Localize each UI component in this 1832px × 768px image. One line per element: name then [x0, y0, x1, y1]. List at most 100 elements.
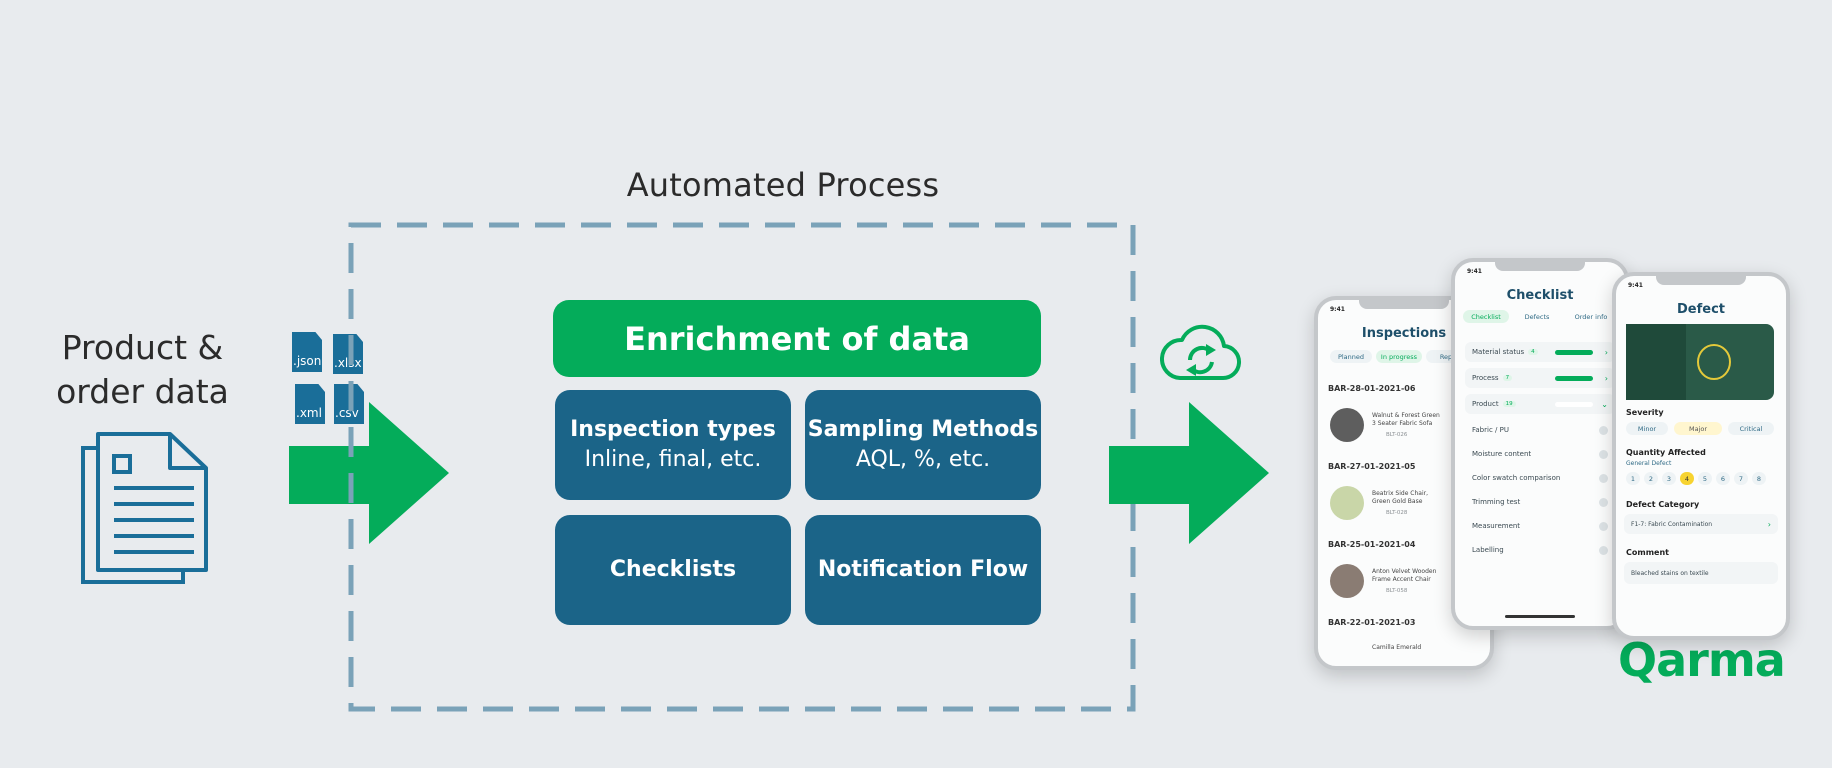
inspection-code: BAR-25-01-2021-04: [1328, 540, 1416, 549]
tab-checklist[interactable]: Checklist: [1463, 310, 1509, 323]
chevron-right-icon: ›: [1767, 519, 1771, 529]
quantity-option[interactable]: 1: [1626, 472, 1640, 485]
inspection-code: BAR-22-01-2021-03: [1328, 618, 1416, 627]
list-item[interactable]: BAR-28-01-2021-06: [1328, 384, 1486, 393]
status-dot-icon: [1599, 545, 1608, 555]
enrichment-header: Enrichment of data: [553, 300, 1041, 377]
comment-label: Comment: [1626, 548, 1669, 557]
product-ref: BLT-058: [1386, 588, 1408, 594]
input-arrow-icon: [289, 402, 449, 544]
list-item[interactable]: BAR-27-01-2021-05: [1328, 462, 1486, 471]
product-thumbnail: [1330, 408, 1364, 442]
status-dot-icon: [1599, 473, 1608, 483]
checklist-title: Checklist: [1506, 288, 1574, 303]
product-ref: BLT-026: [1386, 432, 1408, 438]
xml-file-label: .xml: [296, 406, 322, 420]
status-time: 9:41: [1330, 306, 1345, 313]
source-title-line1: Product &: [61, 328, 224, 367]
inspection-code: BAR-28-01-2021-06: [1328, 384, 1416, 393]
checklist-row[interactable]: Measurement: [1465, 516, 1615, 536]
tile-title: Inspection types: [570, 417, 776, 442]
document-icon: [81, 432, 208, 584]
json-file-label: .json: [293, 354, 322, 368]
phone-checklist: 9:41 Checklist Checklist Defects Order i…: [1451, 258, 1629, 630]
checklist-row[interactable]: Color swatch comparison: [1465, 468, 1615, 488]
quantity-option[interactable]: 6: [1716, 472, 1730, 485]
tile-title: Notification Flow: [817, 557, 1029, 582]
output-arrow-icon: [1109, 402, 1269, 544]
severity-critical[interactable]: Critical: [1728, 422, 1774, 435]
tab-planned[interactable]: Planned: [1330, 350, 1372, 363]
checklist-row[interactable]: Moisture content: [1465, 444, 1615, 464]
defect-title: Defect: [1676, 302, 1725, 317]
tab-defects[interactable]: Defects: [1524, 312, 1550, 321]
cloud-sync-icon: [1160, 324, 1241, 381]
tile-notification-flow: Notification Flow: [805, 515, 1041, 625]
tile-inspection-types: Inspection types Inline, final, etc.: [555, 390, 791, 500]
tile-checklists: Checklists: [555, 515, 791, 625]
phone-notch: [1656, 276, 1746, 285]
quantity-option[interactable]: 5: [1698, 472, 1712, 485]
status-time: 9:41: [1628, 282, 1643, 289]
list-item[interactable]: BAR-25-01-2021-04: [1328, 540, 1486, 549]
comment-field[interactable]: Bleached stains on textile: [1624, 562, 1778, 584]
tile-sampling-methods: Sampling Methods AQL, %, etc.: [805, 390, 1041, 500]
chevron-right-icon: ›: [1604, 373, 1608, 383]
quantity-option[interactable]: 7: [1734, 472, 1748, 485]
quantity-selector: 1 2 3 4 5 6 7 8: [1626, 472, 1766, 485]
quantity-option[interactable]: 2: [1644, 472, 1658, 485]
status-dot-icon: [1599, 425, 1608, 435]
json-file-icon: .json: [292, 332, 322, 372]
quantity-label: Quantity Affected: [1626, 448, 1706, 457]
tab-in-progress[interactable]: In progress: [1376, 350, 1422, 363]
tile-subtitle: AQL, %, etc.: [855, 447, 991, 472]
inspection-code: BAR-27-01-2021-05: [1328, 462, 1416, 471]
product-name: Beatrix Side Chair,Green Gold Base: [1372, 490, 1429, 505]
defect-marker-icon: [1626, 324, 1731, 400]
category-label: Defect Category: [1626, 500, 1700, 509]
status-dot-icon: [1599, 521, 1608, 531]
progress-bar: [1555, 349, 1593, 355]
severity-major[interactable]: Major: [1674, 422, 1722, 435]
brand-logo: Qarma: [1618, 633, 1786, 687]
xlsx-file-label: .xlsx: [334, 356, 362, 370]
quantity-option[interactable]: 8: [1752, 472, 1766, 485]
progress-bar: [1555, 375, 1593, 381]
product-ref: BLT-028: [1386, 510, 1408, 516]
phone-notch: [1495, 262, 1585, 271]
checklist-row[interactable]: Fabric / PU: [1465, 420, 1615, 440]
checklist-row[interactable]: Trimming test: [1465, 492, 1615, 512]
phone-defect: 9:41 Defect Severity Minor Major Critica…: [1612, 272, 1790, 640]
defect-category-select[interactable]: F1-7: Fabric Contamination›: [1624, 514, 1778, 534]
xml-file-icon: .xml: [295, 384, 325, 424]
inspections-title: Inspections: [1361, 326, 1447, 341]
severity-label: Severity: [1626, 408, 1664, 417]
chevron-right-icon: ›: [1604, 347, 1608, 357]
tile-subtitle: Inline, final, etc.: [584, 447, 762, 472]
severity-minor[interactable]: Minor: [1626, 422, 1668, 435]
source-title-line2: order data: [56, 372, 229, 411]
quantity-option[interactable]: 3: [1662, 472, 1676, 485]
quantity-option-selected[interactable]: 4: [1680, 472, 1694, 485]
source-title: Product & order data: [40, 326, 245, 414]
product-name: Camilla Emerald: [1372, 644, 1422, 651]
general-defect-label: General Defect: [1626, 460, 1672, 467]
tab-order-info[interactable]: Order info: [1574, 312, 1608, 321]
defect-photo: [1626, 324, 1774, 400]
process-title: Automated Process: [626, 166, 940, 204]
checklist-row[interactable]: Labelling: [1465, 540, 1615, 560]
list-item[interactable]: BAR-22-01-2021-03: [1328, 618, 1486, 627]
chevron-down-icon: ⌄: [1601, 399, 1608, 409]
status-dot-icon: [1599, 497, 1608, 507]
product-thumbnail: [1330, 486, 1364, 520]
status-time: 9:41: [1467, 268, 1482, 275]
product-thumbnail: [1330, 564, 1364, 598]
status-dot-icon: [1599, 449, 1608, 459]
home-indicator: [1505, 615, 1575, 618]
tile-title: Checklists: [609, 557, 737, 582]
